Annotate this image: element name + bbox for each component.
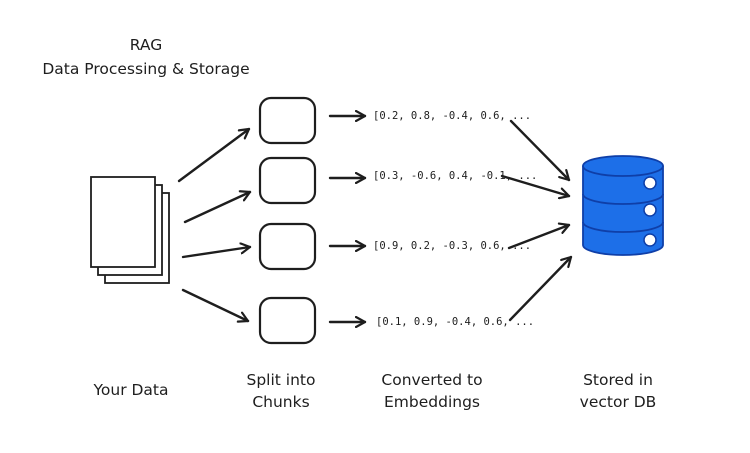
chunk-box <box>258 222 317 271</box>
embedding-vector-2: [0.3, -0.6, 0.4, -0.1, ... <box>373 170 537 182</box>
chunk-box <box>258 156 317 205</box>
arrow-doc-chunk-3 <box>181 247 252 259</box>
arrow-vector-db-2 <box>500 174 571 196</box>
arrow-vector-db-4 <box>508 255 573 322</box>
label-stored-line-2: vector DB <box>580 393 657 411</box>
arrow-vector-db-1 <box>509 119 571 182</box>
chunk-box <box>258 296 317 345</box>
label-split-into-line-2: Chunks <box>252 393 309 411</box>
label-embeddings-line-2: Embeddings <box>384 393 480 411</box>
database-top <box>582 155 664 177</box>
database-indicator-1 <box>643 176 657 190</box>
label-stored-line-1: Stored in <box>583 371 653 389</box>
arrow-vector-db-3 <box>507 225 571 250</box>
database-cylinder-icon <box>582 155 664 256</box>
arrow-doc-chunk-1 <box>177 127 251 183</box>
embedding-vectors: [0.2, 0.8, -0.4, 0.6, ... [0.3, -0.6, 0.… <box>373 110 537 328</box>
chunk-box <box>258 96 317 145</box>
document-stack-icon <box>90 176 170 284</box>
embedding-vector-1: [0.2, 0.8, -0.4, 0.6, ... <box>373 110 531 122</box>
arrow-doc-chunk-2 <box>183 192 252 224</box>
chunk-to-embedding-arrows <box>328 116 367 322</box>
database-body <box>582 166 664 256</box>
title-line-2: Data Processing & Storage <box>42 60 249 78</box>
database-indicator-2 <box>643 203 657 217</box>
embedding-vector-4: [0.1, 0.9, -0.4, 0.6, ... <box>376 316 534 328</box>
embedding-vector-3: [0.9, 0.2, -0.3, 0.6, ... <box>373 240 531 252</box>
embedding-to-db-arrows <box>500 119 573 322</box>
database-indicator-3 <box>643 233 657 247</box>
label-split-into-line-1: Split into <box>247 371 316 389</box>
document-to-chunk-arrows <box>177 127 252 321</box>
document-page-front <box>90 176 156 268</box>
database-divider-2 <box>582 221 664 233</box>
chunk-boxes <box>258 96 317 345</box>
label-your-data: Your Data <box>92 381 168 399</box>
title-line-1: RAG <box>130 36 162 54</box>
label-embeddings-line-1: Converted to <box>381 371 482 389</box>
arrow-doc-chunk-4 <box>181 288 250 321</box>
database-divider-1 <box>582 193 664 205</box>
